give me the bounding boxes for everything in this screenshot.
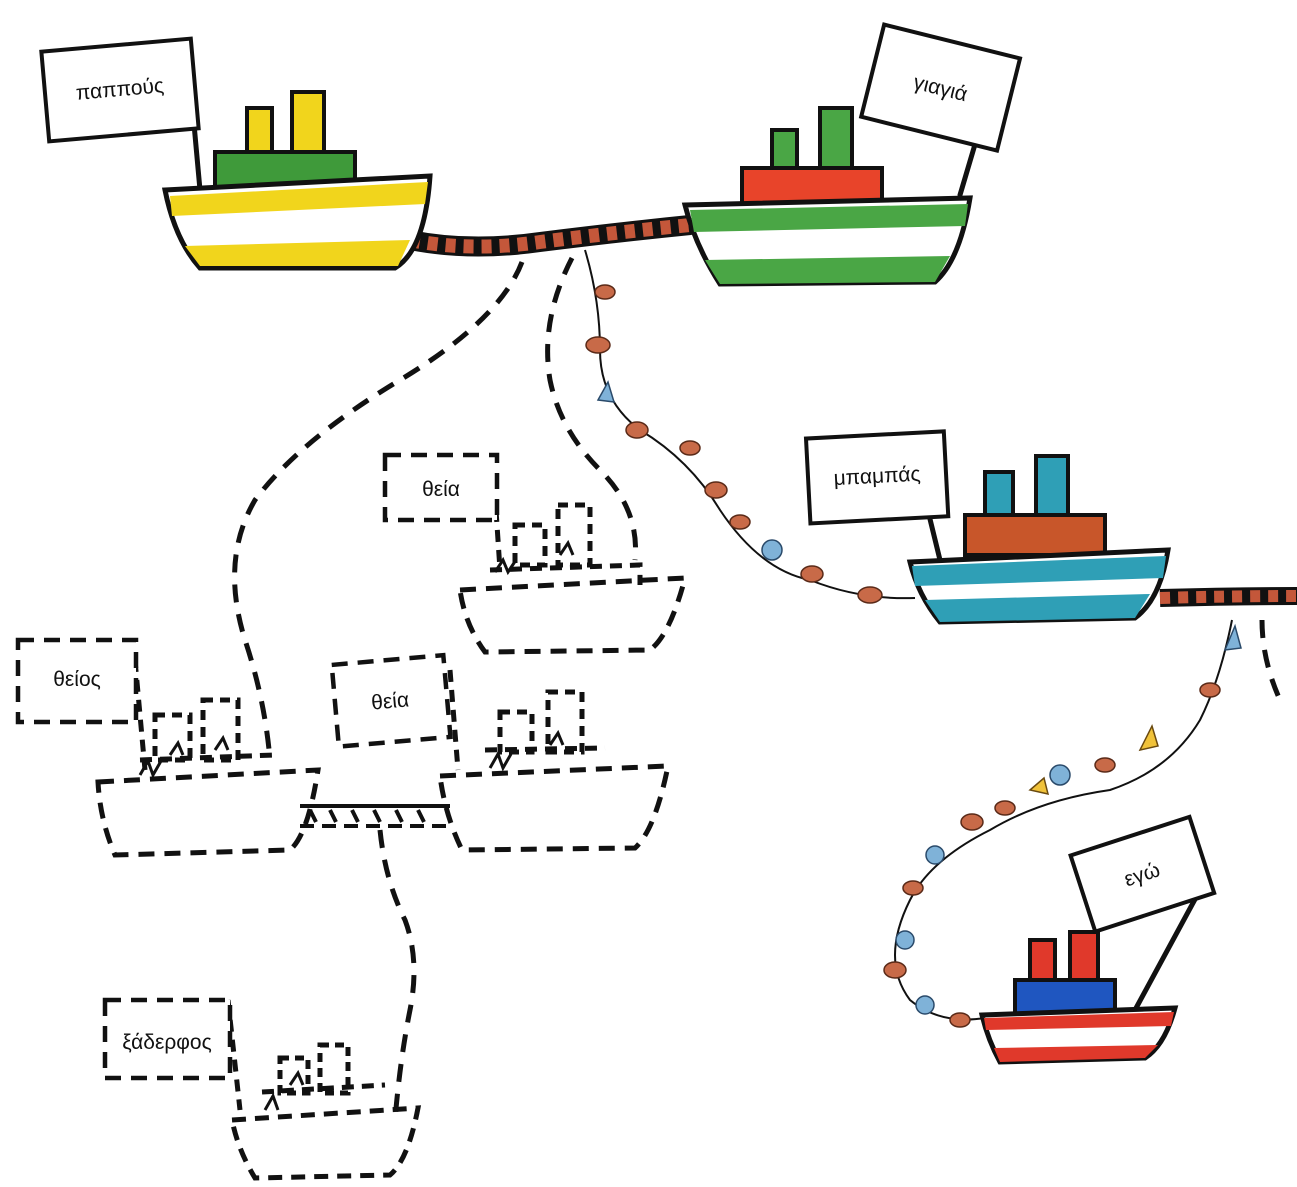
shell-garland-to-father [585,250,915,603]
flag-father: μπαμπάς [806,431,948,523]
rope-father-right [1160,596,1297,598]
ship-grandfather [165,80,430,268]
ship-father [910,456,1168,622]
label-aunt-middle: θεία [370,688,410,714]
label-father: μπαμπάς [833,463,921,491]
dashed-line-father-right [1262,620,1280,700]
rope-uncle-aunt [300,806,450,826]
flag-me: εγώ [1071,817,1215,932]
flag-grandfather: παππούς [41,39,198,142]
flag-aunt-top: θεία [385,455,497,520]
label-uncle: θείος [53,668,101,691]
label-aunt-top: θεία [422,478,460,501]
label-cousin: ξάδερφος [122,1031,211,1054]
dashed-line-to-cousin [380,830,414,1120]
rope-grandparents [410,225,690,247]
ship-aunt-middle [440,670,668,850]
flag-grandmother: γιαγιά [861,25,1020,151]
ship-cousin [228,1000,418,1178]
flag-aunt-middle: θεία [332,655,451,746]
ship-aunt-top [460,505,685,652]
flag-cousin: ξάδερφος [105,1000,230,1078]
flag-uncle: θείος [18,640,136,722]
